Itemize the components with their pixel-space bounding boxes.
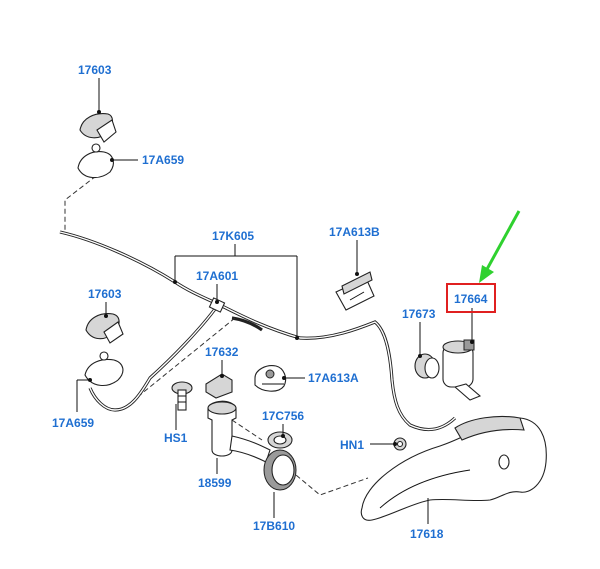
nozzle-body-top	[77, 143, 114, 179]
label-17603-mid: 17603	[88, 287, 122, 301]
label-17b610: 17B610	[253, 519, 295, 533]
t-connector	[208, 297, 226, 313]
label-18599: 18599	[198, 476, 232, 490]
label-17c756: 17C756	[262, 409, 304, 423]
label-hn1: HN1	[340, 438, 364, 452]
label-17a659-top: 17A659	[142, 153, 184, 167]
label-17a613a: 17A613A	[308, 371, 359, 385]
label-17664: 17664	[454, 292, 488, 306]
filler-neck	[207, 400, 271, 463]
grommet	[414, 353, 440, 379]
nozzle-body-bottom	[84, 351, 124, 386]
label-17a659-bottom: 17A659	[52, 416, 94, 430]
guide-lines	[64, 175, 369, 496]
label-17618: 17618	[410, 527, 444, 541]
clip-17a613b	[335, 271, 375, 311]
seal-17c756	[267, 431, 293, 449]
nut-hn1	[393, 437, 407, 451]
label-17k605: 17K605	[212, 229, 254, 243]
label-17673: 17673	[402, 307, 436, 321]
nozzle-mid	[85, 313, 124, 344]
label-hs1: HS1	[164, 431, 188, 445]
label-17603-top: 17603	[78, 63, 112, 77]
nozzle-top	[79, 113, 117, 143]
washer-reservoir	[360, 415, 547, 521]
washer-pump	[442, 339, 482, 401]
label-17632: 17632	[205, 345, 239, 359]
leader-lines	[76, 78, 474, 524]
clip-17a613a	[254, 365, 287, 392]
screw-hs1	[171, 381, 193, 411]
label-17a613b: 17A613B	[329, 225, 380, 239]
highlight-box	[446, 283, 496, 313]
connector-17632	[205, 373, 233, 399]
seal-ring	[263, 449, 297, 491]
label-17a601: 17A601	[196, 269, 238, 283]
arrow-icon	[479, 210, 521, 283]
